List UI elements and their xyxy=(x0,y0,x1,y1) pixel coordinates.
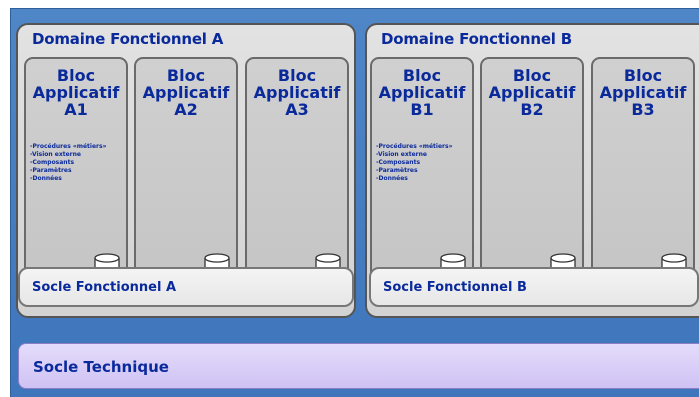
socle-technique: Socle Technique xyxy=(18,343,699,389)
list-item: -Composants xyxy=(376,159,421,166)
bloc-title-line: Bloc xyxy=(56,66,96,85)
bloc-a1-title: Bloc Applicatif A1 xyxy=(26,67,126,118)
list-item: -Données xyxy=(376,175,408,182)
socle-technique-label: Socle Technique xyxy=(33,358,169,376)
bloc-title-line: B2 xyxy=(520,100,544,119)
list-item: -Données xyxy=(30,175,62,182)
bloc-a3-title: Bloc Applicatif A3 xyxy=(247,67,347,118)
bloc-b1: Bloc Applicatif B1 -Procédures «métiers»… xyxy=(370,57,474,283)
socle-fonctionnel-a: Socle Fonctionnel A xyxy=(18,267,354,307)
domain-a: Domaine Fonctionnel A Bloc Applicatif A1… xyxy=(16,23,356,318)
socle-fonctionnel-b: Socle Fonctionnel B xyxy=(369,267,699,307)
bloc-title-line: Bloc xyxy=(277,66,317,85)
bloc-title-line: Bloc xyxy=(402,66,442,85)
list-item: -Vision externe xyxy=(30,151,81,158)
bloc-title-line: Bloc xyxy=(623,66,663,85)
bloc-title-line: Applicatif xyxy=(378,83,466,102)
bloc-title-line: A2 xyxy=(174,100,198,119)
bloc-a2-title: Bloc Applicatif A2 xyxy=(136,67,236,118)
bloc-title-line: Applicatif xyxy=(599,83,687,102)
socle-fonctionnel-a-label: Socle Fonctionnel A xyxy=(32,280,177,295)
domain-a-title: Domaine Fonctionnel A xyxy=(32,30,224,48)
list-item: -Procédures «métiers» xyxy=(376,143,453,150)
bloc-title-line: A1 xyxy=(64,100,88,119)
domain-b: Domaine Fonctionnel B Bloc Applicatif B1… xyxy=(365,23,699,318)
bloc-title-line: B1 xyxy=(410,100,434,119)
bloc-b1-title: Bloc Applicatif B1 xyxy=(372,67,472,118)
list-item: -Paramètres xyxy=(376,167,418,174)
bloc-b3-title: Bloc Applicatif B3 xyxy=(593,67,693,118)
bloc-a1-items: -Procédures «métiers» -Vision externe -C… xyxy=(30,143,106,183)
domain-b-title: Domaine Fonctionnel B xyxy=(381,30,572,48)
bloc-title-line: Applicatif xyxy=(32,83,120,102)
bloc-a2: Bloc Applicatif A2 xyxy=(134,57,238,283)
bloc-title-line: Applicatif xyxy=(142,83,230,102)
bloc-title-line: A3 xyxy=(285,100,309,119)
bloc-title-line: Applicatif xyxy=(253,83,341,102)
bloc-a1: Bloc Applicatif A1 -Procédures «métiers»… xyxy=(24,57,128,283)
list-item: -Vision externe xyxy=(376,151,427,158)
bloc-b2: Bloc Applicatif B2 xyxy=(480,57,584,283)
list-item: -Procédures «métiers» xyxy=(30,143,107,150)
bloc-title-line: Applicatif xyxy=(488,83,576,102)
bloc-b1-items: -Procédures «métiers» -Vision externe -C… xyxy=(376,143,452,183)
list-item: -Composants xyxy=(30,159,75,166)
bloc-title-line: Bloc xyxy=(166,66,206,85)
bloc-title-line: B3 xyxy=(631,100,655,119)
list-item: -Paramètres xyxy=(30,167,72,174)
bloc-b3: Bloc Applicatif B3 xyxy=(591,57,695,283)
socle-fonctionnel-b-label: Socle Fonctionnel B xyxy=(383,280,527,295)
bloc-title-line: Bloc xyxy=(512,66,552,85)
bloc-a3: Bloc Applicatif A3 xyxy=(245,57,349,283)
bloc-b2-title: Bloc Applicatif B2 xyxy=(482,67,582,118)
